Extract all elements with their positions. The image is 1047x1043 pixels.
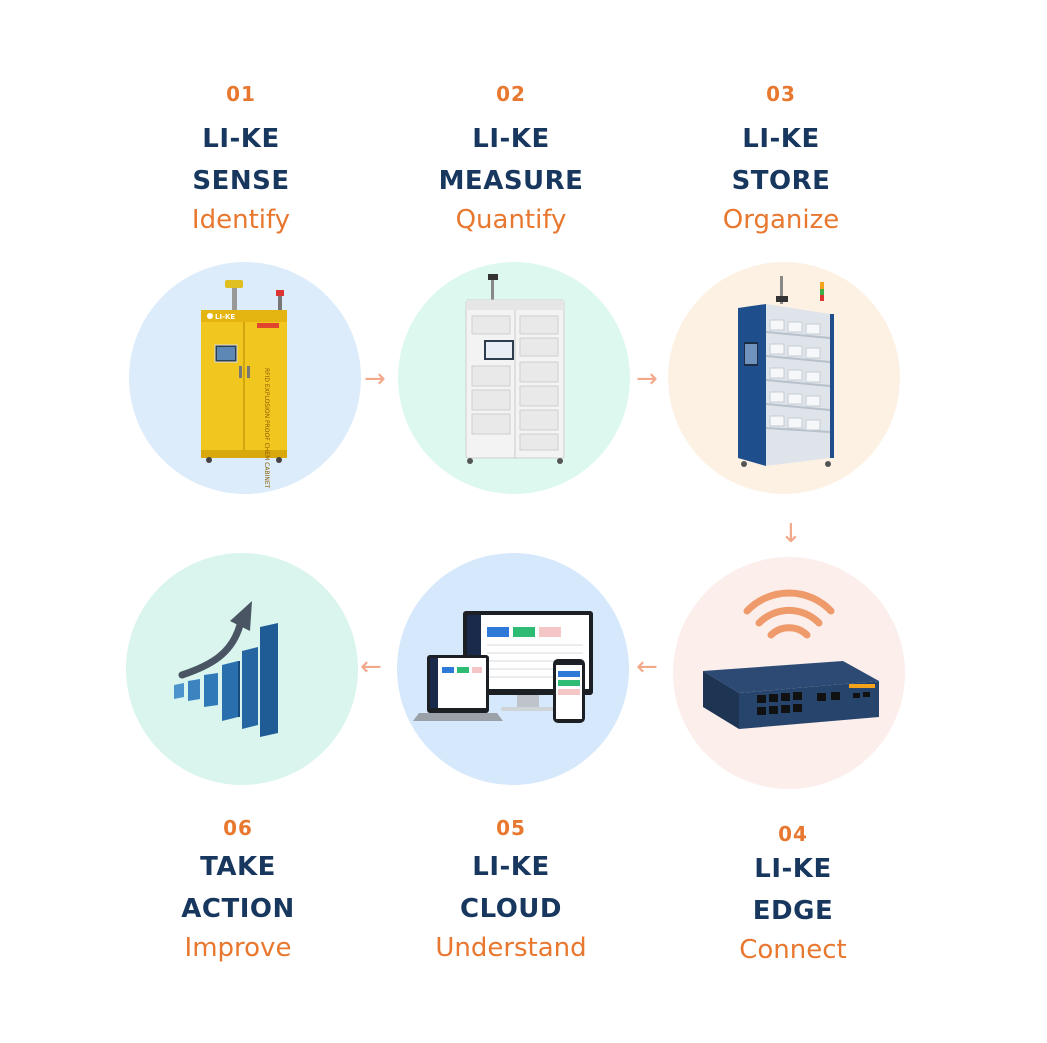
step-4-subtitle: Connect [739,935,847,965]
step-2-title-line1: LI-KE [472,124,550,154]
cabinet-label-text: RFID EXPLOSION PROOF CHEM CABINET [263,368,270,489]
step-3-label: 03 LI-KE STORE Organize [651,82,911,238]
blue-cabinet-illustration [738,276,834,467]
step-5-title-line2: CLOUD [459,894,563,924]
arrow-left-4-to-5: ← [636,652,658,682]
step-3-title-line2: STORE [731,166,831,196]
step-3-title-line1: LI-KE [742,124,820,154]
step-1-title-line1: LI-KE [202,124,280,154]
step-2-label: 02 LI-KE MEASURE Quantify [381,82,641,238]
step-1-number: 01 [226,82,256,106]
cloud-devices-illustration [413,611,593,723]
step-5-title-line1: LI-KE [472,852,550,882]
step-2-title-line2: MEASURE [438,166,584,196]
step-3-image-circle [668,262,900,494]
step-3-subtitle: Organize [722,205,840,235]
arrow-right-2-to-3: → [636,364,658,394]
step-6-title-line1: TAKE [200,852,276,882]
step-5-subtitle: Understand [435,933,587,963]
step-4-title-line2: EDGE [752,896,834,926]
step-2-number: 02 [496,82,526,106]
step-1-title-line2: SENSE [192,166,290,196]
step-4-number: 04 [778,822,808,846]
growth-chart-illustration [174,601,278,737]
step-1-label: 01 LI-KE SENSE Identify [111,82,371,238]
step-6-number: 06 [223,816,253,840]
cabinet-1-logo: LI-KE [215,313,235,321]
arrow-down-3-to-4: ↓ [780,519,802,549]
yellow-cabinet-illustration: RFID EXPLOSION PROOF CHEM CABINET LI-KE [201,280,287,489]
step-2-subtitle: Quantify [455,205,567,235]
step-5-label: 05 LI-KE CLOUD Understand [381,816,641,966]
arrow-right-1-to-2: → [364,364,386,394]
step-6-label: 06 TAKE ACTION Improve [108,816,368,966]
step-1-image-circle: RFID EXPLOSION PROOF CHEM CABINET LI-KE [129,262,361,494]
step-2-image-circle [398,262,630,494]
step-4-image-circle [673,557,905,789]
step-3-number: 03 [766,82,796,106]
step-6-subtitle: Improve [184,933,292,963]
step-6-image-circle [126,553,358,785]
arrow-left-5-to-6: ← [360,652,382,682]
step-4-label: 04 LI-KE EDGE Connect [663,822,923,968]
step-1-subtitle: Identify [191,205,291,235]
white-cabinet-illustration [465,274,565,464]
step-6-title-line2: ACTION [181,894,295,924]
step-5-number: 05 [496,816,526,840]
step-5-image-circle [397,553,629,785]
step-4-title-line1: LI-KE [754,854,832,884]
network-switch-illustration [703,589,879,729]
